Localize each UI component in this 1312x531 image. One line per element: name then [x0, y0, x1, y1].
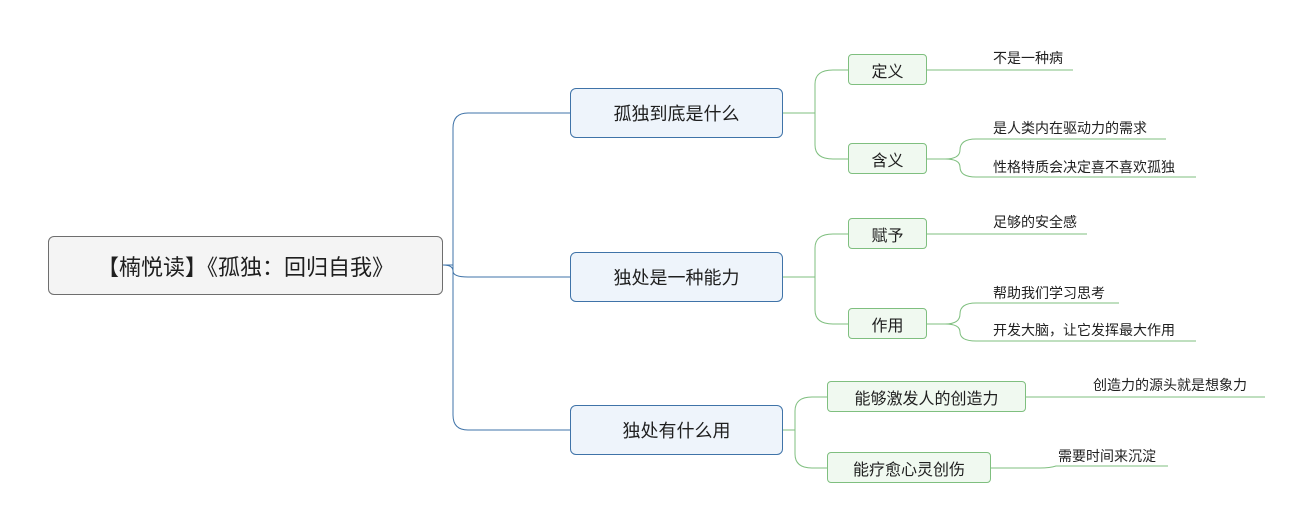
subtopic-give[interactable]: 赋予: [848, 218, 927, 249]
connector-root-topic1: [443, 112, 570, 266]
subtopic-effect[interactable]: 作用: [848, 308, 927, 339]
leaf-needs-time[interactable]: 需要时间来沉淀: [1058, 449, 1156, 465]
subtopic-inspire-creativity[interactable]: 能够激发人的创造力: [827, 381, 1026, 412]
connector-effect-leaf2: [927, 323, 1196, 342]
topic-use-of-solitude[interactable]: 独处有什么用: [570, 405, 783, 455]
leaf-inner-drive-need[interactable]: 是人类内在驱动力的需求: [993, 121, 1147, 137]
connector-t1-definition: [783, 69, 848, 114]
subtopic-definition[interactable]: 定义: [848, 54, 927, 85]
connector-meaning-leaf2: [927, 158, 1196, 178]
connector-root-topic3: [443, 264, 570, 431]
topic-solitude-is-ability[interactable]: 独处是一种能力: [570, 252, 783, 302]
leaf-personality-trait[interactable]: 性格特质会决定喜不喜欢孤独: [993, 160, 1175, 176]
connector-heal-leaf: [991, 465, 1168, 469]
leaf-sense-of-security[interactable]: 足够的安全感: [993, 215, 1077, 231]
leaf-help-learn-think[interactable]: 帮助我们学习思考: [993, 286, 1105, 302]
root-topic[interactable]: 【楠悦读】《孤独：回归自我》: [48, 236, 443, 295]
subtopic-meaning[interactable]: 含义: [848, 143, 927, 174]
topic-what-is-loneliness[interactable]: 孤独到底是什么: [570, 88, 783, 138]
connector-t3-heal: [762, 429, 827, 469]
subtopic-heal-trauma[interactable]: 能疗愈心灵创伤: [827, 452, 991, 483]
connector-meaning-leaf1: [927, 138, 1166, 160]
leaf-source-is-imagination[interactable]: 创造力的源头就是想象力: [1093, 378, 1247, 394]
leaf-not-a-disease[interactable]: 不是一种病: [993, 51, 1063, 67]
connector-t2-give: [783, 233, 848, 278]
leaf-develop-brain[interactable]: 开发大脑，让它发挥最大作用: [993, 323, 1175, 339]
connector-t2-effect: [783, 276, 848, 325]
connector-root-topic2: [442, 264, 570, 278]
connector-t1-meaning: [783, 112, 848, 160]
connector-effect-leaf1: [927, 302, 1119, 325]
connector-t3-creativity: [762, 396, 827, 431]
